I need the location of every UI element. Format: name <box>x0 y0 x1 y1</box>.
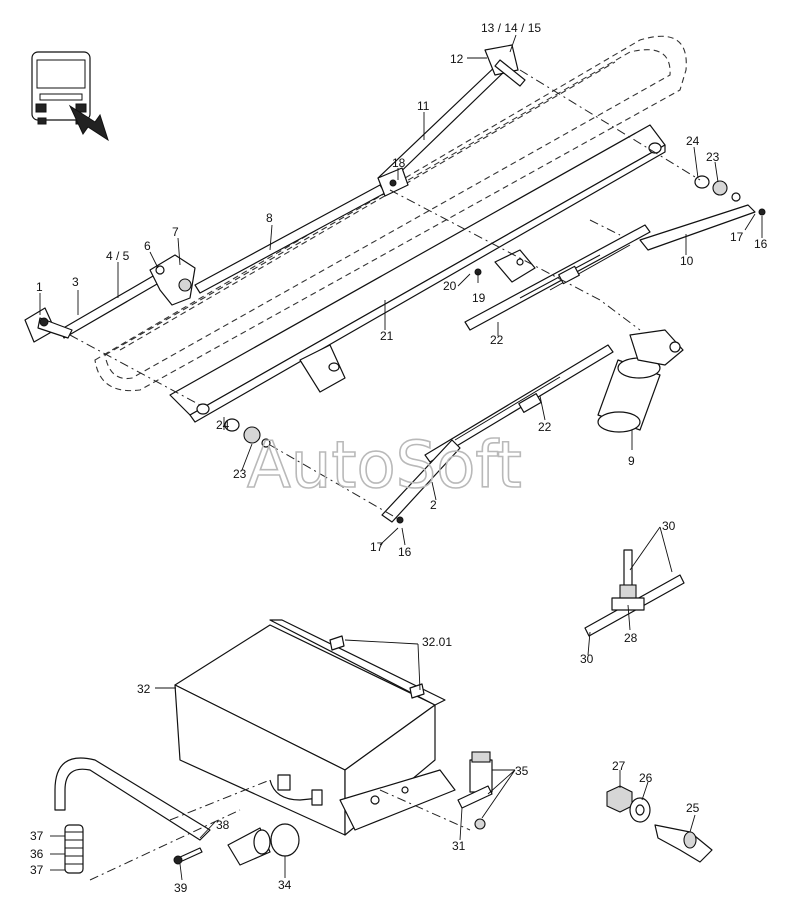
bus-outline-dashed <box>94 35 687 392</box>
label-35: 35 <box>515 764 529 778</box>
washer-reservoir-part-32 <box>174 619 456 836</box>
label-26: 26 <box>639 771 653 785</box>
label-37-lower: 37 <box>30 863 44 877</box>
label-17-upper: 17 <box>730 230 744 244</box>
label-32-01: 32.01 <box>422 635 452 649</box>
label-17-lower: 17 <box>370 540 384 554</box>
label-1: 1 <box>36 280 43 294</box>
label-27: 27 <box>612 759 626 773</box>
label-23-lower: 23 <box>233 467 247 481</box>
spring-part-36 <box>64 824 84 874</box>
label-22-upper: 22 <box>490 333 504 347</box>
label-18: 18 <box>392 156 406 170</box>
wiper-arm-part-10 <box>639 204 766 251</box>
crank-part-6-7 <box>149 254 196 306</box>
bus-front-icon <box>31 51 109 142</box>
fasteners-25-27 <box>606 785 713 863</box>
label-30-lower: 30 <box>580 652 594 666</box>
label-23-upper: 23 <box>706 150 720 164</box>
linkage-rods <box>59 61 509 339</box>
label-6: 6 <box>144 239 151 253</box>
label-11: 11 <box>417 99 430 113</box>
washer-pump-part-35 <box>457 751 493 830</box>
cap-part-34 <box>227 823 300 866</box>
label-9: 9 <box>628 454 635 468</box>
label-24-lower: 24 <box>216 418 230 432</box>
label-7: 7 <box>172 225 179 239</box>
label-8: 8 <box>266 211 273 225</box>
hose-tee-part-28 <box>584 549 685 637</box>
pivot-top-part-12 <box>484 44 526 87</box>
callout-labels: 1 2 3 4 / 5 6 7 8 9 10 11 12 13 / 14 / 1… <box>30 21 768 895</box>
label-39: 39 <box>174 881 188 895</box>
label-36: 36 <box>30 847 44 861</box>
watermark: AutoSoft <box>247 429 522 503</box>
label-3: 3 <box>72 275 79 289</box>
label-28: 28 <box>624 631 638 645</box>
label-37-upper: 37 <box>30 829 44 843</box>
label-25: 25 <box>686 801 700 815</box>
wiper-frame-part-21 <box>169 124 666 423</box>
label-22-lower: 22 <box>538 420 552 434</box>
wiper-motor-part-9 <box>597 329 684 433</box>
label-13-14-15: 13 / 14 / 15 <box>481 21 541 35</box>
pivot-part-18 <box>377 167 409 197</box>
pivot-left-part-1 <box>24 307 73 343</box>
label-10: 10 <box>680 254 694 268</box>
label-30-upper: 30 <box>662 519 676 533</box>
label-16-lower: 16 <box>398 545 412 559</box>
label-19: 19 <box>472 291 486 305</box>
label-38: 38 <box>216 818 230 832</box>
screw-part-39 <box>173 847 203 865</box>
label-31: 31 <box>452 839 466 853</box>
label-16-upper: 16 <box>754 237 768 251</box>
label-20: 20 <box>443 279 457 293</box>
wiper-arm-part-2 <box>381 439 461 524</box>
label-24-upper: 24 <box>686 134 700 148</box>
label-34: 34 <box>278 878 292 892</box>
arrow-icon <box>68 104 109 142</box>
label-2: 2 <box>430 498 437 512</box>
leader-lines <box>39 34 763 881</box>
wiper-blade-lower-part-22 <box>424 344 614 463</box>
label-21: 21 <box>380 329 394 343</box>
washer-set-lower <box>224 418 271 448</box>
label-12: 12 <box>450 52 464 66</box>
label-32: 32 <box>137 682 151 696</box>
center-lines <box>69 69 701 521</box>
label-4-5: 4 / 5 <box>106 249 130 263</box>
